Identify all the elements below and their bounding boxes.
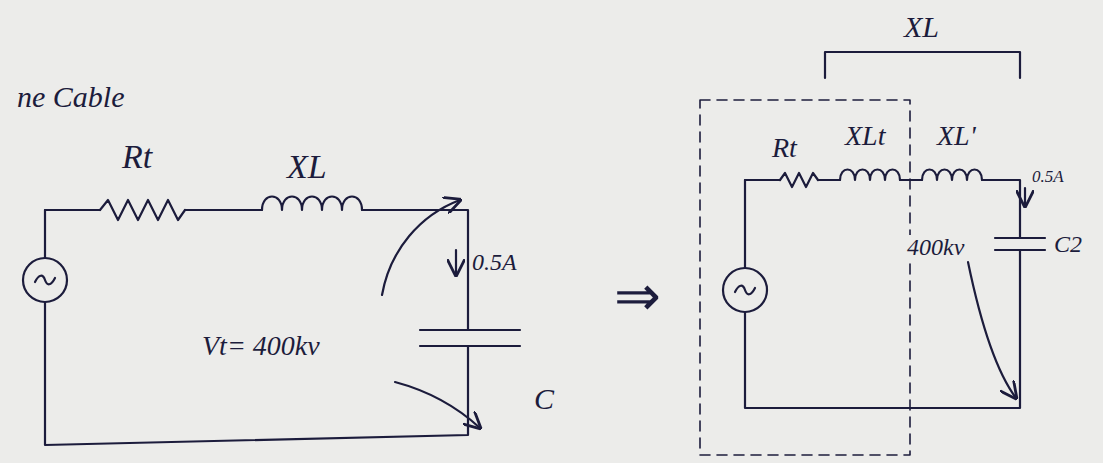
wire xyxy=(44,210,46,258)
wire xyxy=(900,179,922,181)
dashed-boundary xyxy=(700,100,910,455)
wire xyxy=(982,180,1020,238)
voltage-label: 400kv xyxy=(905,235,966,259)
voltage-arrow xyxy=(395,382,480,428)
wire xyxy=(818,179,840,181)
resistor-label: Rt xyxy=(770,134,799,162)
current-arrow xyxy=(1024,188,1026,206)
capacitor-symbol xyxy=(420,330,520,346)
voltage-label: Vt= 400kv xyxy=(200,332,322,360)
voltage-arrow xyxy=(968,262,1016,398)
resistor-symbol xyxy=(100,200,185,220)
source-symbol xyxy=(23,258,67,302)
capacitor-symbol xyxy=(995,238,1045,250)
inductor-symbol xyxy=(262,197,362,211)
total-reactance-label: XL xyxy=(902,12,941,42)
wire xyxy=(45,302,468,445)
wire xyxy=(744,180,746,268)
current-arrow xyxy=(455,250,457,275)
current-label: 0.5A xyxy=(470,250,519,274)
source-tilde xyxy=(735,286,755,295)
resistor-symbol xyxy=(780,173,818,187)
wire xyxy=(745,179,780,181)
inductor-symbol xyxy=(840,170,900,181)
cable-note: ne Cable xyxy=(15,82,126,112)
capacitor-label: C2 xyxy=(1052,232,1084,256)
wire xyxy=(745,250,1020,408)
wire xyxy=(185,209,262,211)
right-circuit xyxy=(700,52,1045,455)
source-symbol xyxy=(723,268,767,312)
wire xyxy=(45,209,100,211)
inductor-label: XL xyxy=(285,150,329,184)
capacitor-label: C xyxy=(532,384,556,414)
current-label: 0.5A xyxy=(1030,168,1066,185)
equivalence-arrow: ⇒ xyxy=(612,268,663,324)
voltage-arrow xyxy=(382,200,460,295)
resistor-label: Rt xyxy=(120,140,154,174)
inductor-label: XLt xyxy=(843,122,887,150)
source-tilde xyxy=(35,276,55,285)
bracket xyxy=(825,52,1020,78)
inductor-symbol xyxy=(922,170,982,181)
inductor-label: XL' xyxy=(935,122,978,150)
left-circuit xyxy=(23,197,520,446)
